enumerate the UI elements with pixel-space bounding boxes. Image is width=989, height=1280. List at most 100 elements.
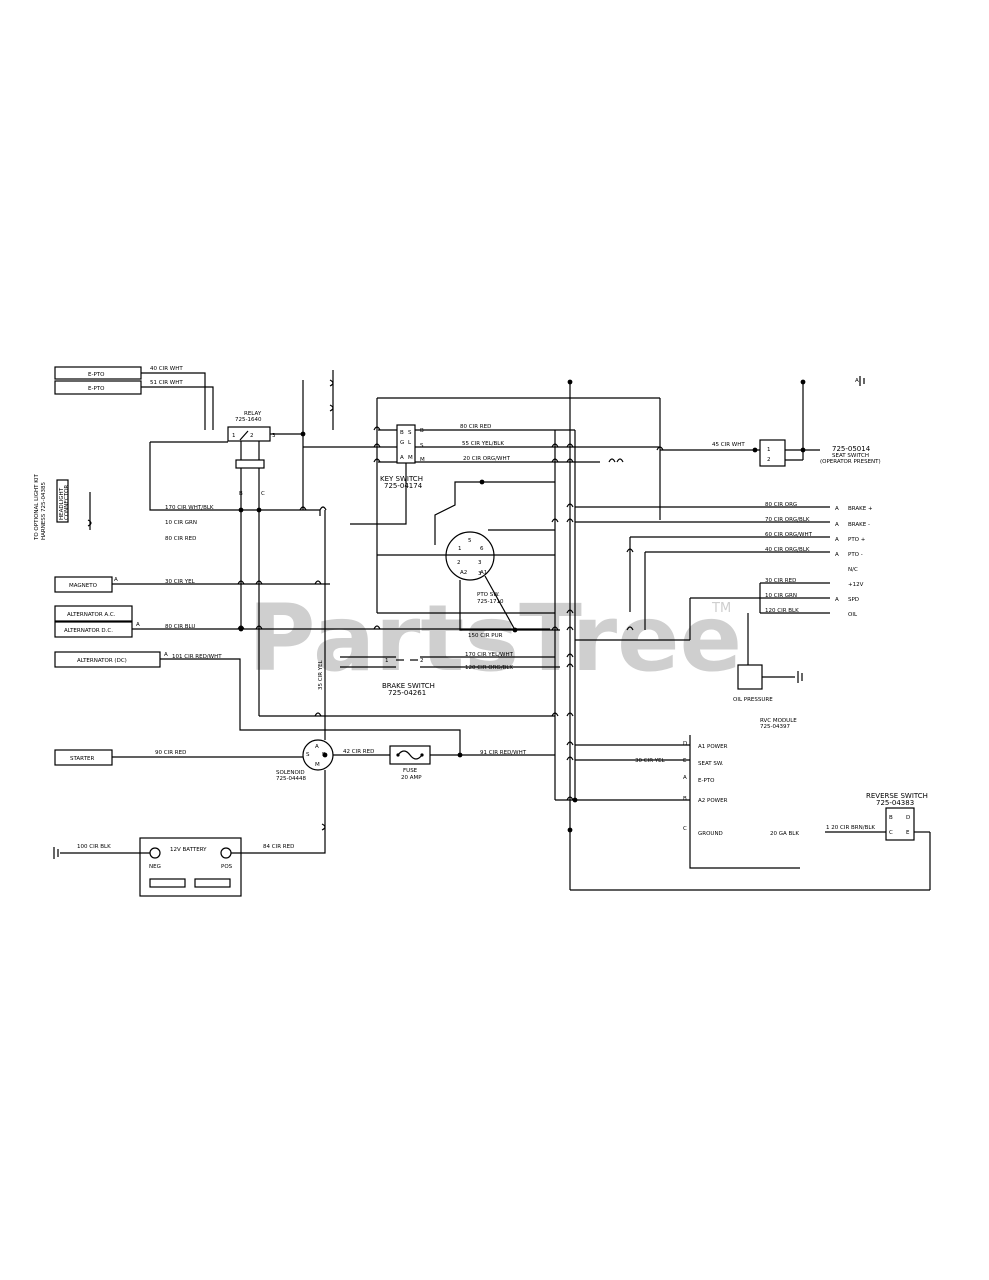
svg-text:B: B bbox=[400, 430, 404, 436]
svg-text:A: A bbox=[835, 552, 839, 558]
svg-text:B: B bbox=[683, 796, 687, 802]
e-pto-box-1: E-PTO bbox=[54, 366, 142, 380]
wire-label-e-pto-2: 51 CIR WHT bbox=[150, 380, 183, 386]
wire-label-pto-plus: 60 CIR ORG/WHT bbox=[765, 532, 813, 538]
battery: 12V BATTERY NEG POS bbox=[139, 837, 242, 897]
svg-text:3: 3 bbox=[478, 571, 482, 577]
svg-text:L: L bbox=[408, 440, 412, 446]
svg-text:G: G bbox=[400, 440, 404, 446]
svg-text:6: 6 bbox=[480, 546, 484, 552]
e-pto-box-2: E-PTO bbox=[54, 380, 142, 395]
svg-text:M: M bbox=[315, 762, 320, 768]
wire-label-rvc-yel: 30 CIR YEL bbox=[635, 758, 666, 764]
svg-text:A: A bbox=[835, 522, 839, 528]
svg-text:5: 5 bbox=[468, 538, 472, 544]
svg-text:POS: POS bbox=[221, 864, 233, 870]
alternator-dc-box: ALTERNATOR D.C. bbox=[54, 621, 133, 638]
wire-label-10-grn: 10 CIR GRN bbox=[165, 520, 197, 526]
brake-pin-2: 2 bbox=[420, 658, 424, 664]
key-pin-s: S bbox=[420, 443, 424, 449]
svg-text:ALTERNATOR A.C.: ALTERNATOR A.C. bbox=[67, 612, 116, 618]
svg-text:SPD: SPD bbox=[848, 597, 859, 603]
svg-text:2: 2 bbox=[457, 560, 461, 566]
wire-label-reverse: 1 20 CIR BRN/BLK bbox=[826, 825, 875, 831]
svg-text:D: D bbox=[683, 741, 687, 747]
svg-text:12V BATTERY: 12V BATTERY bbox=[170, 847, 207, 853]
svg-text:SEAT SW.: SEAT SW. bbox=[698, 761, 724, 767]
wire-label-101: 101 CIR RED/WHT bbox=[172, 654, 222, 660]
svg-text:1: 1 bbox=[232, 433, 236, 439]
svg-text:BRAKE -: BRAKE - bbox=[848, 522, 870, 528]
svg-text:SEAT SWITCH: SEAT SWITCH bbox=[832, 453, 869, 459]
wire-label-brake-plus: 80 CIR ORG bbox=[765, 502, 797, 508]
alternator-dc2-box: ALTERNATOR (DC) bbox=[54, 651, 161, 668]
headlight-connector: TO OPTIONAL LIGHT KIT HARNESS 725-04385 … bbox=[34, 473, 70, 541]
svg-text:TO OPTIONAL LIGHT KIT: TO OPTIONAL LIGHT KIT bbox=[34, 473, 40, 541]
svg-text:A: A bbox=[835, 597, 839, 603]
svg-text:20 AMP: 20 AMP bbox=[401, 775, 422, 781]
svg-text:A: A bbox=[835, 537, 839, 543]
svg-text:A: A bbox=[315, 744, 319, 750]
wire-label-plus12: 30 CIR RED bbox=[765, 578, 796, 584]
wire-label-key-55: 55 CIR YEL/BLK bbox=[462, 441, 504, 447]
key-pin-b: B bbox=[420, 428, 424, 434]
svg-text:E-PTO: E-PTO bbox=[88, 372, 105, 378]
pin-a-alternator-dc2: A bbox=[164, 652, 168, 658]
svg-text:REVERSE SWITCH: REVERSE SWITCH bbox=[866, 792, 928, 800]
svg-text:3: 3 bbox=[272, 433, 276, 439]
key-pin-m: M bbox=[420, 457, 425, 463]
wire-label-key-20: 20 CIR ORG/WHT bbox=[463, 456, 511, 462]
svg-text:B: B bbox=[889, 815, 893, 821]
svg-text:1: 1 bbox=[458, 546, 462, 552]
svg-text:725-05014: 725-05014 bbox=[832, 445, 871, 453]
svg-text:OIL: OIL bbox=[848, 612, 858, 618]
svg-text:KEY SWITCH: KEY SWITCH bbox=[380, 475, 423, 483]
svg-text:A1: A1 bbox=[480, 570, 487, 576]
svg-text:S: S bbox=[408, 430, 412, 436]
key-switch: B S G L A M KEY SWITCH 725-04174 bbox=[380, 424, 423, 490]
seat-switch: 1 2 725-05014 SEAT SWITCH (OPERATOR PRES… bbox=[759, 439, 881, 467]
svg-text:3: 3 bbox=[478, 560, 482, 566]
svg-text:BRAKE SWITCH: BRAKE SWITCH bbox=[382, 682, 435, 690]
wire-label-key-80: 80 CIR RED bbox=[460, 424, 491, 430]
svg-text:725-04448: 725-04448 bbox=[276, 776, 306, 782]
svg-text:C: C bbox=[683, 826, 687, 832]
svg-text:725-04261: 725-04261 bbox=[388, 689, 426, 697]
svg-text:A2: A2 bbox=[460, 570, 467, 576]
svg-text:PTO -: PTO - bbox=[848, 552, 863, 558]
pto-switch: 1 5 6 2 A2 A1 3 3 PTO SW. 725-1710 bbox=[445, 531, 504, 605]
svg-text:N/C: N/C bbox=[848, 567, 858, 573]
svg-text:E: E bbox=[906, 830, 910, 836]
pin-a-magneto: A bbox=[114, 577, 118, 583]
junction-dots bbox=[238, 379, 758, 833]
svg-text:CONNECTOR: CONNECTOR bbox=[64, 485, 70, 520]
svg-text:MAGNETO: MAGNETO bbox=[69, 583, 98, 589]
wire-label-oil: 120 CIR BLK bbox=[765, 608, 799, 614]
ground-label-a: A bbox=[855, 378, 859, 384]
relay-term-c: C bbox=[261, 491, 265, 497]
svg-text:FUSE: FUSE bbox=[403, 768, 418, 774]
svg-text:STARTER: STARTER bbox=[70, 756, 94, 762]
svg-text:GROUND: GROUND bbox=[698, 831, 723, 837]
wire-label-brake-blk: 120 CIR ORG/BLK bbox=[465, 665, 513, 671]
wire-label-80-red: 80 CIR RED bbox=[165, 536, 196, 542]
svg-text:725-1640: 725-1640 bbox=[235, 417, 262, 423]
svg-text:HEADLIGHT: HEADLIGHT bbox=[59, 487, 65, 520]
wire-label-30-yel: 30 CIR YEL bbox=[165, 579, 196, 585]
wire-label-e-pto-1: 40 CIR WHT bbox=[150, 366, 183, 372]
svg-text:A: A bbox=[835, 506, 839, 512]
wire-label-battery: 84 CIR RED bbox=[263, 844, 294, 850]
svg-text:ALTERNATOR D.C.: ALTERNATOR D.C. bbox=[64, 628, 113, 634]
brake-pin-1: 1 bbox=[385, 658, 389, 664]
watermark-tm: TM bbox=[711, 601, 731, 616]
wire-label-vertical: 35 CIR YEL bbox=[318, 659, 324, 690]
svg-text:(OPERATOR PRESENT): (OPERATOR PRESENT) bbox=[820, 459, 881, 465]
svg-text:RVC MODULE: RVC MODULE bbox=[760, 718, 797, 724]
svg-text:A2 POWER: A2 POWER bbox=[698, 798, 728, 804]
svg-text:ALTERNATOR (DC): ALTERNATOR (DC) bbox=[77, 658, 127, 664]
svg-text:+12V: +12V bbox=[848, 582, 864, 588]
wire-label-brake-minus: 70 CIR ORG/BLK bbox=[765, 517, 810, 523]
svg-text:HARNESS 725-04385: HARNESS 725-04385 bbox=[41, 481, 47, 540]
svg-text:PTO +: PTO + bbox=[848, 537, 866, 543]
svg-text:NEG: NEG bbox=[149, 864, 161, 870]
